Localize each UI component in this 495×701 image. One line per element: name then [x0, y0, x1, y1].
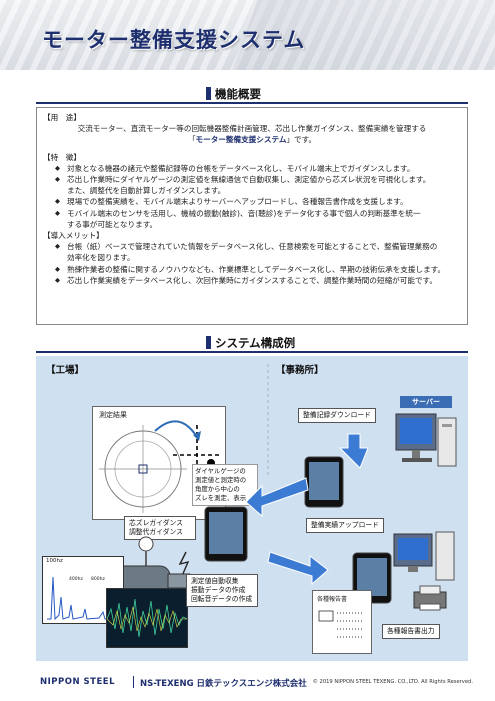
note-line: ズレを測定、表示: [195, 494, 247, 502]
spectrum-plot: [47, 576, 121, 621]
purpose-tail: 」です。: [286, 135, 317, 145]
note-line: 角度から中心の: [195, 485, 240, 493]
purpose-bracket-open: 「: [187, 135, 196, 145]
spectrum-label: 100hz: [46, 558, 63, 564]
tablet-icon: [204, 506, 248, 562]
feature-item: モバイル端末のセンサを活用し、機械の振動(触診)、音(聴診)をデータ化する事で個…: [43, 208, 461, 219]
feature-continuation: また、調整代を自動計算しガイダンスします。: [67, 186, 226, 196]
overview-box: 【用 途】 交流モーター、直流モーター等の回転機器整備計画管理、芯出し作業ガイダ…: [36, 107, 468, 325]
guidance-line: 調整代ガイダンス: [129, 528, 183, 536]
spectrum-tick: 400hz: [69, 577, 83, 582]
collect-line: 回転音データの作成: [191, 595, 253, 603]
feature-item: 芯出し作業時にダイヤルゲージの測定値を無線通信で自動収集し、測定値から芯ズレ状況…: [43, 174, 461, 185]
waveform-plot: [106, 598, 188, 638]
brand-nippon-steel: NIPPON STEEL: [40, 677, 115, 687]
feature-continuation: する事が可能となります。: [67, 219, 158, 229]
flow-arrows: [178, 433, 369, 586]
purpose-line-1: 交流モーター、直流モーター等の回転機器整備計画管理、芯出し作業ガイダンス、整備実…: [77, 124, 427, 134]
footer: [0, 663, 495, 701]
merit-item: 芯出し作業実績をデータベース化し、次回作業時にガイダンスすることで、調整作業時間…: [43, 275, 461, 286]
copyright-notice: © 2019 NIPPON STEEL TEXENG. CO.,LTD. All…: [312, 679, 473, 685]
section-heading-system: システム構成例: [206, 335, 316, 351]
computer-icon: [393, 531, 455, 581]
zone-factory-label: 【工場】: [46, 365, 85, 376]
report-title: 各種報告書: [317, 596, 348, 603]
printer-icon: [413, 585, 447, 611]
report-output-tag: 各種報告書出力: [382, 624, 440, 639]
collect-line: 測定値自動収集: [191, 577, 239, 585]
heading-rule: [36, 102, 468, 104]
waveform-chart: [106, 588, 188, 648]
purpose-label: 【用 途】: [43, 113, 81, 122]
brand-texeng: NS-TEXENG 日鉄テックスエンジ株式会社: [140, 679, 307, 689]
banner-texture: [0, 0, 495, 70]
collect-tag: 測定値自動収集 振動データの作成 回転音データの作成: [186, 574, 258, 607]
brand-separator: [133, 676, 134, 688]
report-lines: [318, 610, 363, 638]
features-label: 【特 徴】: [43, 152, 81, 162]
zone-office-label: 【事務所】: [276, 365, 324, 376]
heading-marker: [206, 87, 211, 100]
merit-continuation: 効率化を図ります。: [67, 253, 135, 263]
measurement-label: 測定結果: [99, 411, 127, 419]
guidance-line: 芯ズレガイダンス: [129, 519, 183, 527]
server-label: サーバー: [400, 396, 452, 408]
heading-text: 機能概要: [215, 87, 261, 101]
guidance-tag: 芯ズレガイダンス 調整代ガイダンス: [124, 516, 196, 540]
heading-text: システム構成例: [215, 336, 296, 350]
upload-tag: 整備実績アップロード: [306, 518, 384, 533]
tablet-icon: [304, 456, 344, 508]
merit-item: 台帳（紙）ベースで管理されていた情報をデータベース化し、任意検索を可能とすること…: [43, 241, 461, 252]
diagram-graphics: [267, 364, 269, 476]
collect-line: 振動データの作成: [191, 586, 246, 594]
heading-marker: [206, 336, 211, 349]
merit-item: 熟練作業者の整備に関するノウハウなども、作業標準としてデータベース化し、早期の技…: [43, 264, 461, 275]
spectrum-tick: 800hz: [91, 577, 105, 582]
dial-gauge-note: ダイヤルゲージの 測定値と測定時の 角度から中心の ズレを測定、表示: [192, 464, 258, 506]
purpose-text: 交流モーター、直流モーター等の回転機器整備計画管理、芯出し作業ガイダンス、整備実…: [43, 123, 461, 145]
system-name: モーター整備支援システム: [195, 135, 287, 145]
report-document: 各種報告書: [312, 590, 372, 654]
download-tag: 整備記録ダウンロード: [298, 408, 376, 423]
system-diagram: 【工場】 【事務所】 測定結果 ダイヤルゲージの 測定値と測定時の 角度から中心…: [36, 356, 468, 661]
note-line: ダイヤルゲージの: [195, 467, 246, 475]
merit-label: 【導入メリット】: [43, 231, 104, 241]
feature-item: 現場での整備実績を、モバイル端末よりサーバーへアップロードし、各種報告書作成を支…: [43, 196, 461, 207]
note-line: 測定値と測定時の: [195, 476, 247, 484]
alignment-plot: [99, 420, 221, 513]
server-icon: [395, 413, 457, 467]
feature-item: 対象となる機器の諸元や整備記録等の台帳をデータベース化し、モバイル端末上でガイダ…: [43, 163, 461, 174]
section-heading-overview: 機能概要: [206, 86, 296, 102]
page-title: モーター整備支援システム: [42, 28, 306, 52]
header-banner: [0, 0, 495, 70]
heading-rule: [36, 351, 468, 353]
